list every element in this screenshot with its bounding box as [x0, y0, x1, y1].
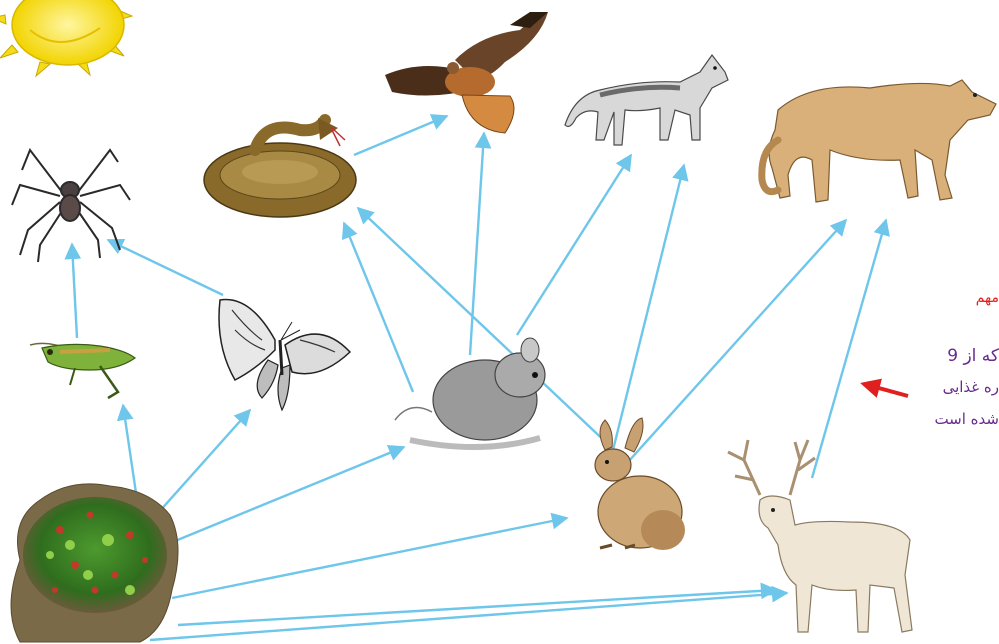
annotation-line-1: که از 9	[919, 346, 999, 366]
arrow-plants-rabbit	[172, 518, 567, 598]
arrow-grasshopper-spider	[72, 244, 77, 338]
fox-icon	[565, 55, 728, 145]
plants-icon	[11, 484, 178, 642]
arrow-deer-cougar	[812, 220, 886, 478]
arrow-butterfly-spider	[108, 240, 223, 295]
annotation-line-3: شده است	[917, 410, 999, 428]
arrow-plants-deer-bottom	[150, 593, 787, 640]
arrow-snake-hawk	[354, 116, 447, 155]
grasshopper-icon	[30, 343, 135, 398]
butterfly-icon	[219, 300, 350, 411]
arrow-mouse-fox	[517, 155, 631, 335]
arrow-mouse-snake	[344, 223, 413, 392]
arrow-plants-mouse	[158, 447, 404, 548]
pointer-arrow	[864, 384, 908, 396]
rabbit-icon	[595, 418, 685, 550]
cougar-icon	[762, 80, 996, 202]
hawk-icon	[385, 12, 548, 133]
annotation-line-2: ره غذایی	[909, 378, 999, 396]
arrow-rabbit-fox	[610, 165, 684, 462]
arrow-plants-butterfly	[150, 410, 250, 522]
sun-icon	[0, 0, 132, 76]
deer-icon	[728, 440, 912, 632]
important-label: مهم	[944, 290, 999, 306]
snake-icon	[204, 118, 356, 217]
arrow-plants-deer	[178, 590, 776, 625]
